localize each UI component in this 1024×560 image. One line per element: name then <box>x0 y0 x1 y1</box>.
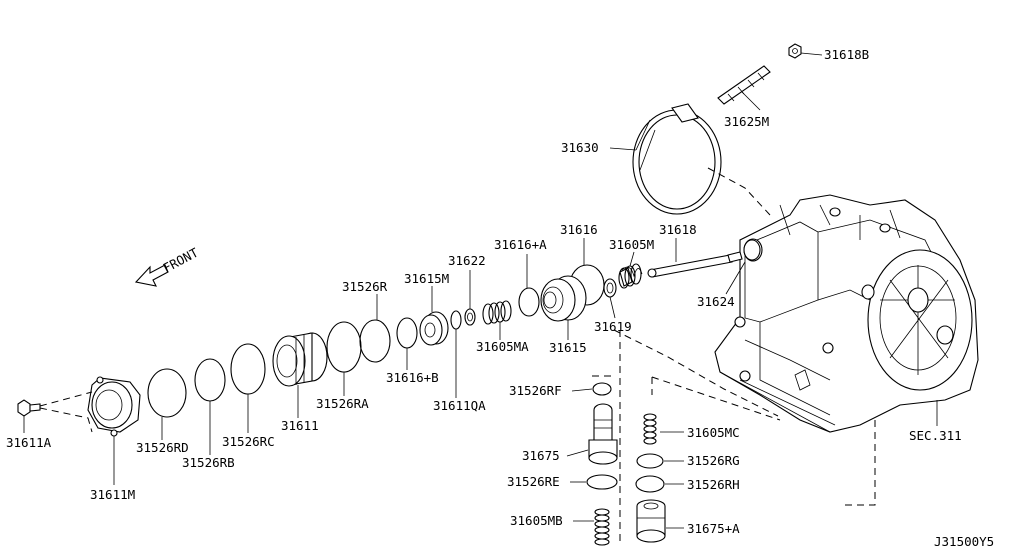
label-31615: 31615 <box>549 340 587 355</box>
piston-rod-31618 <box>647 251 743 278</box>
oring-31526RF <box>592 382 612 396</box>
seal-ring-31616B <box>396 317 418 349</box>
leader-lines <box>23 52 938 529</box>
label-31616A: 31616+A <box>494 237 547 252</box>
snap-ring-31611QA <box>450 310 462 330</box>
label-31526R: 31526R <box>342 279 388 294</box>
spring-31605MC <box>643 413 657 445</box>
servo-plug-31624 <box>743 239 761 261</box>
oring-31526RA <box>326 321 362 373</box>
band-servo-rod-31625M <box>717 65 771 105</box>
label-31605MA: 31605MA <box>476 339 529 354</box>
label-31625M: 31625M <box>724 114 769 129</box>
piston-31615M <box>419 311 449 346</box>
label-31526RF: 31526RF <box>509 383 562 398</box>
valve-plug-31675 <box>588 403 618 465</box>
oring-31526RE <box>586 474 618 490</box>
label-31630: 31630 <box>561 140 599 155</box>
label-31619: 31619 <box>594 319 632 334</box>
label-31526RC: 31526RC <box>222 434 275 449</box>
label-31675: 31675 <box>522 448 560 463</box>
label-31526RE: 31526RE <box>507 474 560 489</box>
label-31622: 31622 <box>448 253 486 268</box>
return-spring-31605MA <box>482 300 512 325</box>
drawing-code: J31500Y5 <box>934 534 994 549</box>
oring-31526RB <box>194 358 226 402</box>
snap-ring-31619 <box>603 278 617 298</box>
seal-ring-31616A <box>518 287 540 317</box>
label-31624: 31624 <box>697 294 735 309</box>
label-31615M: 31615M <box>404 271 449 286</box>
transmission-case <box>714 194 979 433</box>
label-31611M: 31611M <box>90 487 135 502</box>
servo-piston-31615 <box>540 275 587 322</box>
label-31611A: 31611A <box>6 435 52 450</box>
oring-31526RD <box>147 368 187 418</box>
label-31675A: 31675+A <box>687 521 740 536</box>
label-31526RB: 31526RB <box>182 455 235 470</box>
label-31618: 31618 <box>659 222 697 237</box>
label-31616B: 31616+B <box>386 370 439 385</box>
front-label: FRONT <box>160 245 201 276</box>
valve-plug-31675A <box>636 499 666 543</box>
brake-band-31630 <box>632 103 722 215</box>
label-sec311: SEC.311 <box>909 428 962 443</box>
label-31616: 31616 <box>560 222 598 237</box>
label-31605M: 31605M <box>609 237 654 252</box>
label-31526RG: 31526RG <box>687 453 740 468</box>
oring-31526R <box>359 319 391 363</box>
label-31611QA: 31611QA <box>433 398 486 413</box>
label-31526RD: 31526RD <box>136 440 189 455</box>
label-31611: 31611 <box>281 418 319 433</box>
bolt-leader-line <box>39 391 93 433</box>
washer-31622 <box>464 308 476 326</box>
label-31526RH: 31526RH <box>687 477 740 492</box>
assembly-dash-lines <box>592 167 876 545</box>
label-31605MC: 31605MC <box>687 425 740 440</box>
front-arrow-icon <box>134 264 169 287</box>
label-31526RA: 31526RA <box>316 396 369 411</box>
servo-cover-31611 <box>272 332 328 387</box>
label-31618B: 31618B <box>824 47 869 62</box>
oring-31526RC <box>230 343 266 395</box>
return-spring-31605M <box>618 263 643 289</box>
oring-31526RH <box>635 475 665 493</box>
oring-31526RG <box>636 453 664 469</box>
lock-nut-31618B <box>788 43 802 59</box>
retainer-31611M <box>87 376 141 437</box>
spring-31605MB <box>594 508 610 546</box>
bolt-31611A <box>17 399 41 417</box>
label-31605MB: 31605MB <box>510 513 563 528</box>
